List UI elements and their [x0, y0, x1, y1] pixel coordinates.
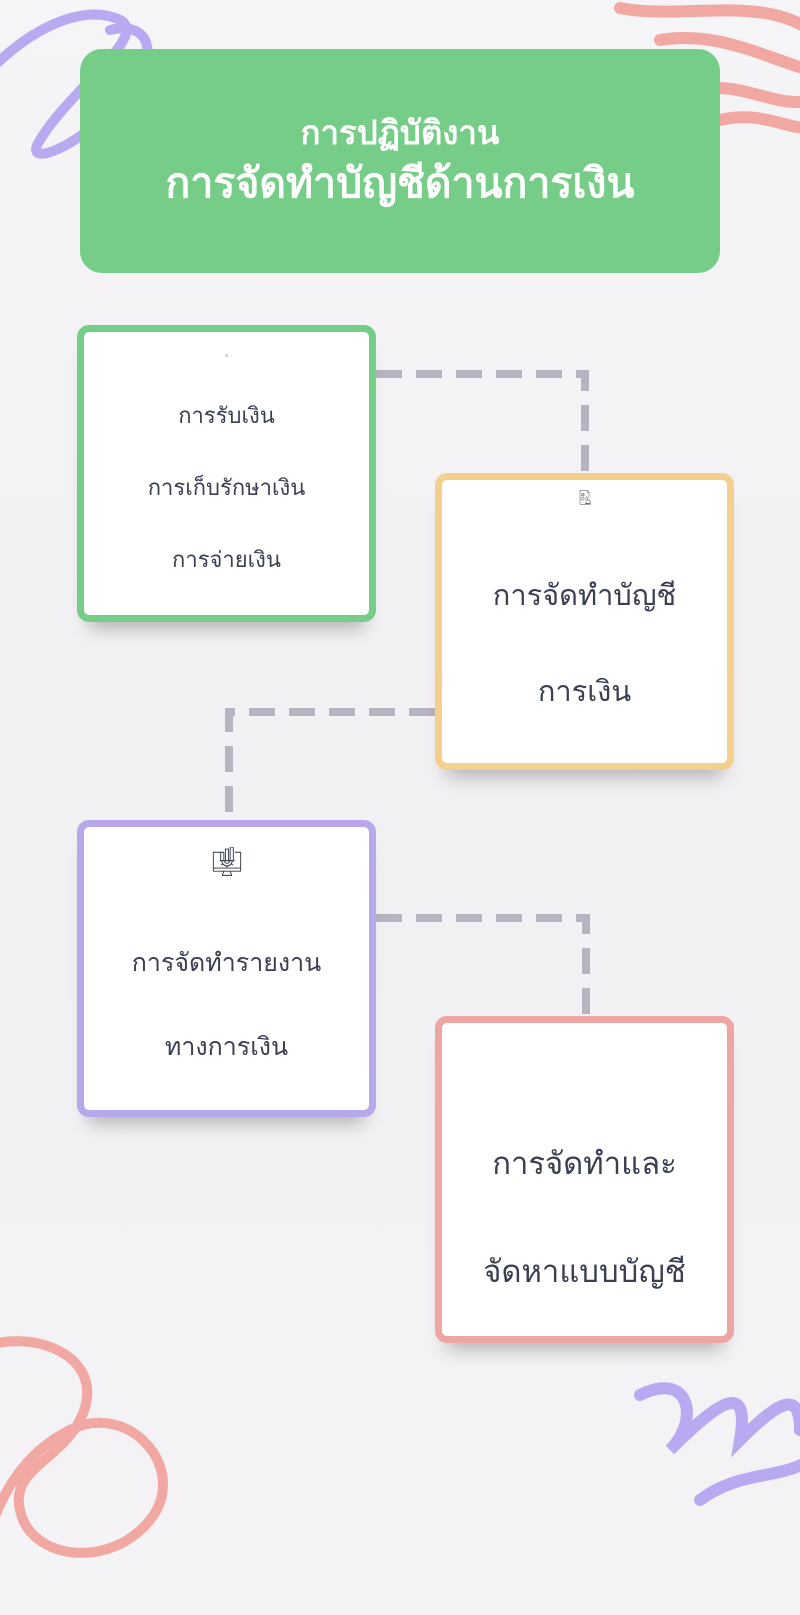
connector-step3-step4	[376, 914, 590, 1016]
step-card-financial-accounting: การจัดทำบัญชี การเงิน	[435, 473, 734, 770]
document-touch-icon	[579, 490, 590, 505]
step-label-cash-handling: การรับเงิน การเก็บรักษาเงิน การจ่ายเงิน	[148, 363, 306, 615]
step-label-financial-reports: การจัดทำรายงาน ทางการเงิน	[132, 900, 321, 1110]
monitor-chart-gear-icon	[212, 847, 241, 876]
header-banner: การปฏิบัติงาน การจัดทำบัญชีด้านการเงิน	[80, 49, 720, 273]
step-line: การจ่ายเงิน	[172, 548, 281, 573]
step-line: การรับเงิน	[178, 404, 275, 429]
step-card-financial-reports: การจัดทำรายงาน ทางการเงิน	[77, 820, 376, 1117]
step-label-financial-accounting: การจัดทำบัญชี การเงิน	[493, 523, 676, 763]
step-card-accounting-forms: การจัดทำและ จัดหาแบบบัญชี	[435, 1016, 734, 1343]
step-line: ทางการเงิน	[164, 1032, 289, 1061]
header-subtitle: การปฏิบัติงาน	[300, 113, 500, 152]
step-line: การเงิน	[537, 674, 632, 708]
step-line: จัดหาแบบบัญชี	[483, 1254, 686, 1290]
step-line: การจัดทำและ	[492, 1146, 677, 1182]
step-line: การจัดทำรายงาน	[131, 948, 322, 977]
clipboard-checklist-icon	[225, 354, 228, 357]
step-line: การเก็บรักษาเงิน	[147, 476, 306, 501]
step-label-accounting-forms: การจัดทำและ จัดหาแบบบัญชี	[483, 1083, 686, 1353]
header-title: การจัดทำบัญชีด้านการเงิน	[165, 159, 635, 207]
connector-step2-step3	[225, 708, 435, 820]
step-card-cash-handling: การรับเงิน การเก็บรักษาเงิน การจ่ายเงิน	[77, 325, 376, 622]
step-line: การจัดทำบัญชี	[492, 578, 677, 612]
connector-step1-step2	[376, 370, 589, 475]
